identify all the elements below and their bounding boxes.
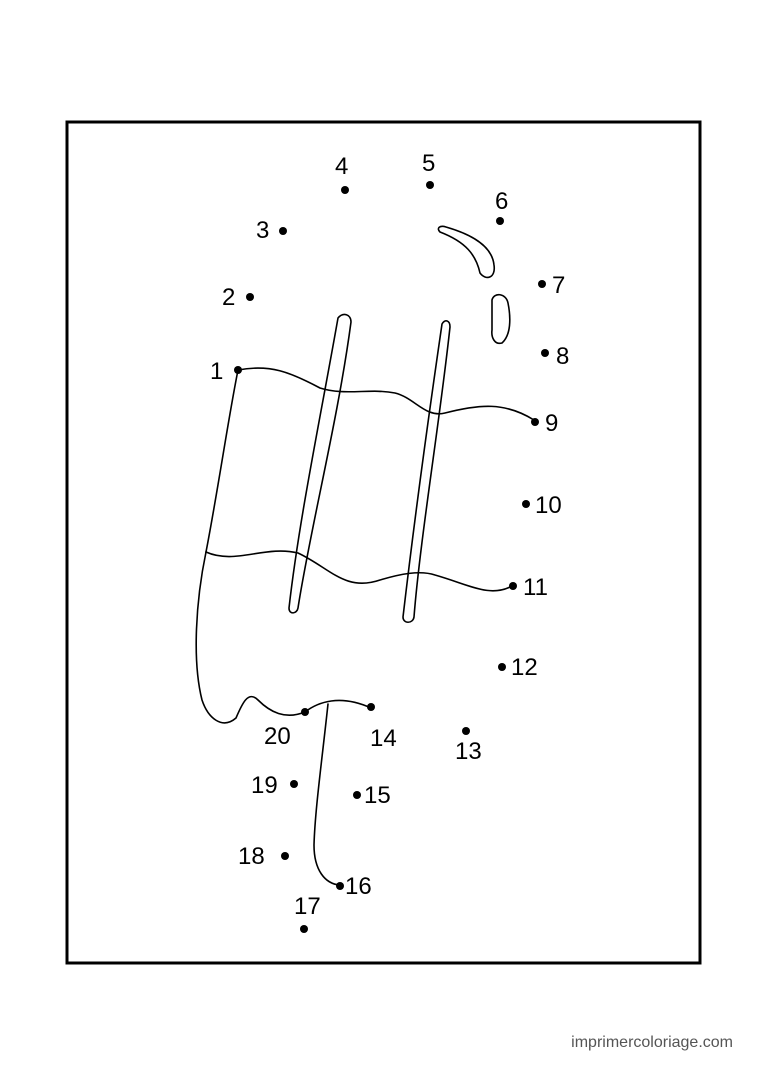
dot-12[interactable]: [498, 663, 506, 671]
left-stripe: [288, 313, 352, 614]
dot-18[interactable]: [281, 852, 289, 860]
dot-1[interactable]: [234, 366, 242, 374]
dot-label-7: 7: [552, 272, 565, 299]
dot-16[interactable]: [336, 882, 344, 890]
dot-label-4: 4: [335, 153, 348, 180]
bottom-left-line: [195, 551, 306, 724]
dot-label-15: 15: [364, 782, 391, 809]
dot-7[interactable]: [538, 280, 546, 288]
dot-17[interactable]: [300, 925, 308, 933]
dot-label-11: 11: [523, 574, 548, 601]
top-wave-line: [237, 367, 535, 421]
dot-14[interactable]: [367, 703, 375, 711]
dot-4[interactable]: [341, 186, 349, 194]
dot-label-20: 20: [264, 723, 291, 750]
dot-label-6: 6: [495, 188, 508, 215]
dot-label-14: 14: [370, 725, 397, 752]
dot-15[interactable]: [353, 791, 361, 799]
dots-layer: [234, 181, 549, 933]
dot-label-3: 3: [256, 217, 269, 244]
dot-label-13: 13: [455, 738, 482, 765]
dot-label-17: 17: [294, 893, 321, 920]
dot-9[interactable]: [531, 418, 539, 426]
dot-19[interactable]: [290, 780, 298, 788]
dot-label-19: 19: [251, 772, 278, 799]
page-frame: [65, 120, 702, 965]
watermark-text: imprimercoloriage.com: [571, 1034, 733, 1051]
line-art: [195, 225, 535, 886]
left-side-line: [205, 369, 239, 553]
dot-2[interactable]: [246, 293, 254, 301]
dot-6[interactable]: [496, 217, 504, 225]
stick-line: [313, 703, 341, 886]
dot-label-2: 2: [222, 284, 235, 311]
dot-labels: 1 2 3 4 5 6 7 8 9 10 11 12 13 14 15 16 1…: [210, 150, 569, 920]
dot-label-16: 16: [345, 873, 372, 900]
middle-wave-line: [205, 550, 513, 592]
shine-curve: [437, 225, 496, 279]
dot-label-9: 9: [545, 410, 558, 437]
shine-small: [491, 293, 511, 345]
dot-label-12: 12: [511, 654, 538, 681]
dot-5[interactable]: [426, 181, 434, 189]
dot-11[interactable]: [509, 582, 517, 590]
dot-13[interactable]: [462, 727, 470, 735]
dot-20[interactable]: [301, 708, 309, 716]
dot-label-10: 10: [535, 492, 562, 519]
dot-label-18: 18: [238, 843, 265, 870]
right-stripe: [402, 320, 451, 624]
dot-label-5: 5: [422, 150, 435, 177]
dot-8[interactable]: [541, 349, 549, 357]
dot-10[interactable]: [522, 500, 530, 508]
dot-label-8: 8: [556, 343, 569, 370]
bottom-wave-line: [304, 699, 372, 713]
dot-3[interactable]: [279, 227, 287, 235]
dot-label-1: 1: [210, 358, 223, 385]
